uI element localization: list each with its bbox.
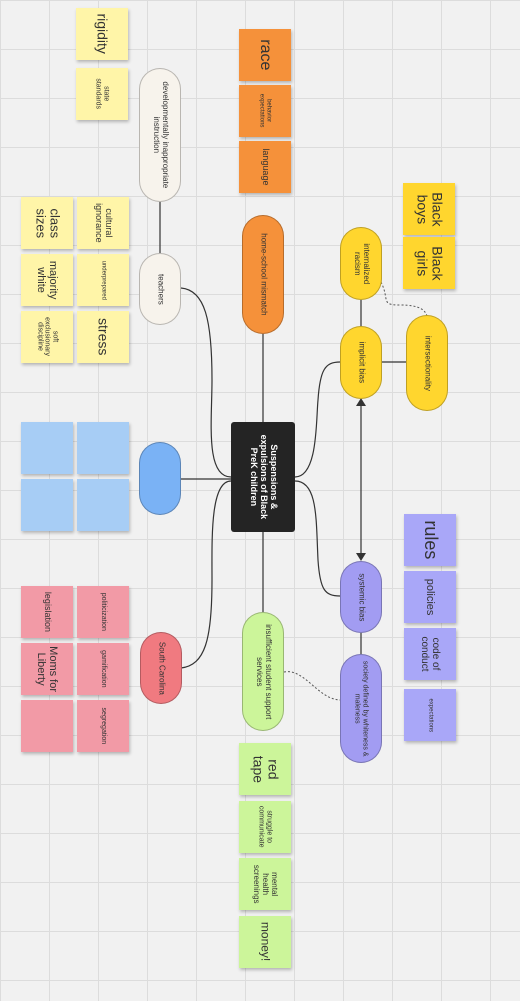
note-text: mental health screenings: [252, 864, 280, 904]
note-text: Black girls: [414, 245, 446, 281]
node-label: South Carolina: [157, 641, 167, 695]
note-behavior-expectations: behavior expectations: [239, 85, 291, 137]
note-gamification: gamification: [77, 643, 129, 695]
note-moms-for-liberty: Moms for Liberty: [21, 643, 73, 695]
note-text: cultural ignorance: [94, 203, 114, 243]
note-text: expectations: [427, 698, 434, 732]
note-code-of-conduct: code of conduct: [404, 628, 456, 680]
note-language: language: [239, 141, 291, 193]
node-implicit-bias: implicit bias: [340, 326, 382, 399]
note-blank-1: [21, 422, 73, 474]
connector-south-carolina: [180, 480, 232, 669]
connector-implicit-bias: [294, 361, 341, 478]
node-home-school-mismatch: home-school mismatch: [242, 215, 284, 334]
dotted-link-racism: [380, 281, 428, 317]
note-text: soft exclusionary discipline: [36, 317, 59, 357]
node-teachers: teachers: [139, 253, 181, 325]
note-text: politicization: [99, 592, 107, 632]
note-text: code of conduct: [419, 636, 441, 672]
note-struggle-to-communicate: struggle to communicate: [239, 801, 291, 853]
note-text: red tape: [250, 755, 282, 783]
node-label: insufficient student support services: [255, 623, 273, 720]
note-text: segregation: [99, 707, 107, 745]
note-stress: stress: [77, 311, 129, 363]
arrow-head-up: [356, 398, 366, 406]
node-support-services: insufficient student support services: [242, 612, 284, 731]
note-rules: rules: [404, 514, 456, 566]
node-label: home-school mismatch: [259, 233, 269, 316]
note-policies: policies: [404, 571, 456, 623]
node-blank: [139, 442, 181, 515]
central-node: Suspensions & expulsions of Black PreK c…: [231, 422, 295, 532]
note-majority-white: majority white: [21, 254, 73, 306]
note-text: policies: [424, 578, 437, 616]
node-systemic-bias: systemic bias: [340, 561, 382, 633]
node-label: intersectionality: [423, 335, 433, 391]
note-soft-exclusionary: soft exclusionary discipline: [21, 311, 73, 363]
note-black-girls: Black girls: [403, 237, 455, 289]
note-state-standards: state standards: [76, 68, 128, 120]
note-text: money!: [258, 922, 273, 962]
note-blank-3: [21, 479, 73, 531]
arrow-head-down: [356, 553, 366, 561]
node-label: teachers: [156, 273, 166, 305]
note-segregation: segregation: [77, 700, 129, 752]
note-red-tape: red tape: [239, 743, 291, 795]
note-text: state standards: [95, 78, 110, 110]
note-text: rules: [420, 520, 441, 560]
node-intersectionality: intersectionality: [406, 315, 448, 411]
note-text: behavior expectations: [259, 94, 272, 128]
note-text: race: [256, 39, 274, 71]
node-south-carolina: South Carolina: [140, 632, 182, 704]
node-internalized-racism: internalized racism: [340, 227, 382, 300]
note-mental-health: mental health screenings: [239, 858, 291, 910]
node-society-whiteness-maleness: society defined by whiteness & maleness: [340, 654, 382, 763]
note-text: Moms for Liberty: [35, 646, 60, 692]
note-text: language: [260, 148, 271, 186]
node-label: internalized racism: [353, 243, 371, 284]
note-blank-red: [21, 700, 73, 752]
node-developmental-instruction: developmentally inappropriate instructio…: [139, 68, 181, 202]
note-text: gamification: [99, 650, 107, 688]
note-text: Black boys: [414, 191, 446, 227]
note-text: stress: [95, 318, 112, 356]
note-text: class sizes: [33, 208, 63, 238]
note-money: money!: [239, 916, 291, 968]
note-blank-2: [77, 422, 129, 474]
note-politicization: politicization: [77, 586, 129, 638]
note-race: race: [239, 29, 291, 81]
note-blank-4: [77, 479, 129, 531]
note-underprepared: underprepared: [77, 254, 129, 306]
node-label: developmentally inappropriate instructio…: [152, 81, 170, 189]
note-text: struggle to communicate: [258, 806, 273, 848]
note-cultural-ignorance: cultural ignorance: [77, 197, 129, 249]
note-black-boys: Black boys: [403, 183, 455, 235]
note-text: majority white: [35, 260, 60, 300]
node-label: society defined by whiteness & maleness: [354, 660, 369, 757]
central-node-label: Suspensions & expulsions of Black PreK c…: [249, 434, 279, 520]
note-class-sizes: class sizes: [21, 197, 73, 249]
note-legislation: legislation: [21, 586, 73, 638]
node-label: systemic bias: [357, 572, 367, 621]
connector-systemic-bias: [294, 480, 341, 597]
note-text: legislation: [42, 591, 53, 633]
dotted-link-support: [283, 671, 342, 701]
note-text: rigidity: [94, 13, 111, 55]
node-label: implicit bias: [357, 341, 367, 384]
note-text: underprepared: [100, 260, 107, 300]
note-expectations: expectations: [404, 689, 456, 741]
connector-teachers: [180, 287, 232, 478]
note-rigidity: rigidity: [76, 8, 128, 60]
